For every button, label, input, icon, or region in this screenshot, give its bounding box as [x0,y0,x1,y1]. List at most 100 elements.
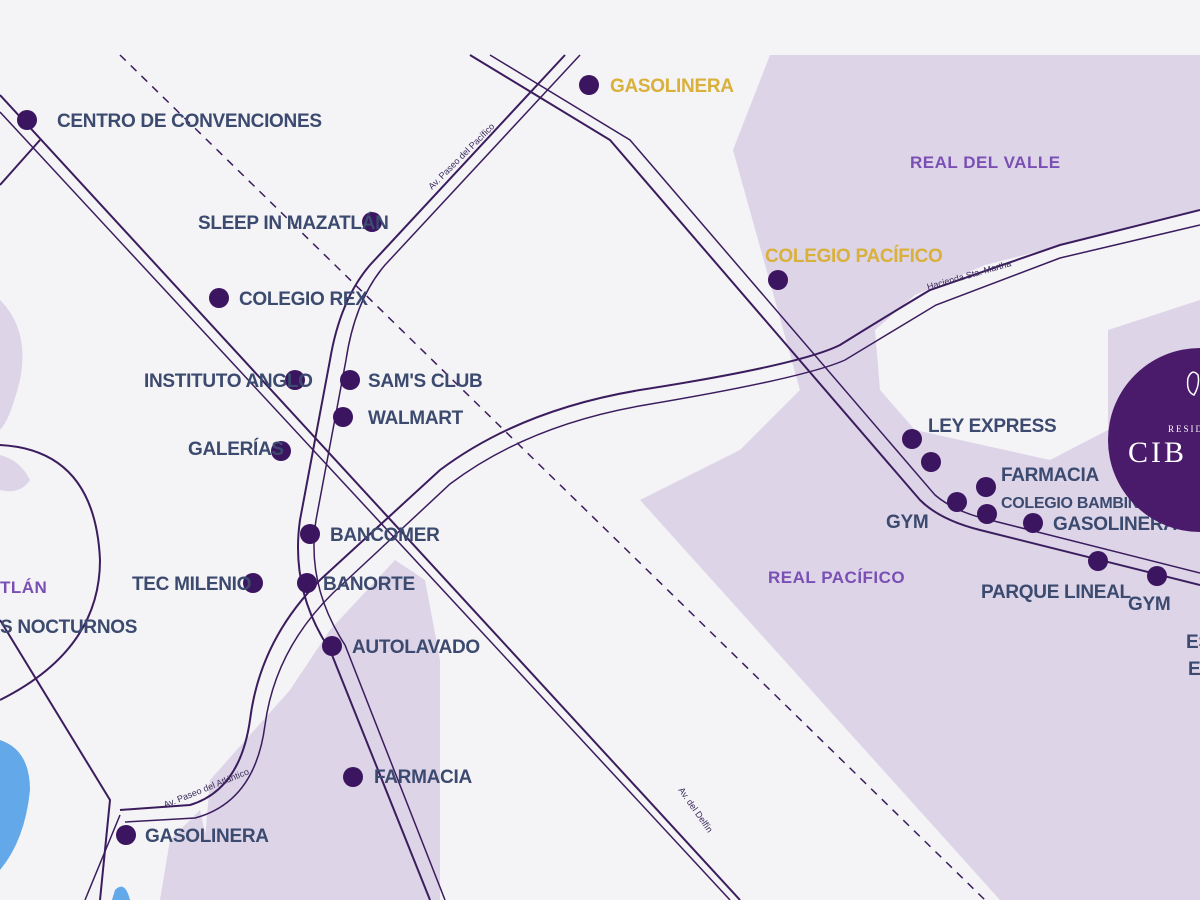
poi-colegio-pacifico[interactable]: COLEGIO PACÍFICO [765,245,943,290]
poi-colegio-bambinos[interactable]: COLEGIO BAMBINOS [977,495,1162,524]
poi-farmacia-right[interactable]: FARMACIA [976,465,1100,497]
poi-marker[interactable] [209,288,229,308]
poi-marker[interactable] [977,504,997,524]
poi-label: SLEEP IN MAZATLÁN [198,212,389,234]
area-label-real-pacifico: REAL PACÍFICO [768,568,905,587]
brand-name: CIB [1128,436,1187,469]
road-left-down-b [84,814,121,900]
zone-real-pacifico [640,455,1200,900]
road-left-loop [0,444,102,701]
poi-marker[interactable] [243,573,263,593]
poi-gym-left[interactable]: GYM [886,492,967,533]
poi-marker[interactable] [362,212,382,232]
poi-marker[interactable] [333,407,353,427]
poi-edge-label-1: ES [1186,632,1200,653]
poi-marker[interactable] [271,441,291,461]
road-hacienda-a [119,209,1200,811]
poi-marker[interactable] [768,270,788,290]
poi-gasolinera-top[interactable]: GASOLINERA [579,75,735,97]
poi-marker-unlabeled[interactable] [921,452,941,472]
poi-marker[interactable] [343,767,363,787]
road-paseo-pacifico-b [313,54,581,900]
poi-tec-milenio[interactable]: TEC MILENIO [132,573,263,595]
poi-label: CENTRO DE CONVENCIONES [57,111,322,132]
poi-farmacia-bottom[interactable]: FARMACIA [343,767,473,788]
poi-banorte[interactable]: BANORTE [297,573,415,595]
poi-ley-express[interactable]: LEY EXPRESS [902,416,1057,449]
poi-marker[interactable] [340,370,360,390]
poi-label: INSTITUTO ANGLO [144,371,313,392]
poi-label: SAM'S CLUB [368,371,482,392]
poi-bancomer[interactable]: BANCOMER [300,524,440,546]
zone-south-center [200,560,440,900]
poi-label: BANORTE [323,574,415,595]
dashed-boundary [119,54,986,900]
poi-instituto-anglo[interactable]: INSTITUTO ANGLO [144,370,313,392]
poi-label: GYM [1128,594,1170,615]
brand-small-text: RESID [1168,424,1200,434]
poi-marker[interactable] [17,110,37,130]
water-lagoon [0,740,30,870]
poi-label: FARMACIA [374,767,472,788]
zone-left-blob [0,300,23,430]
poi-label: GASOLINERA [145,826,269,847]
poi-label: COLEGIO BAMBINOS [1001,495,1162,512]
area-label-real-del-valle: REAL DEL VALLE [910,153,1061,172]
poi-label: GASOLINERA [610,76,734,97]
poi-label: S NOCTURNOS [0,617,137,638]
poi-marker[interactable] [285,370,305,390]
water [0,740,130,900]
road-left-down [0,619,112,900]
poi-nocturnos[interactable]: S NOCTURNOS [0,617,137,638]
poi-label: COLEGIO PACÍFICO [765,245,942,267]
poi-label: GALERÍAS [188,438,284,460]
poi-label: COLEGIO REX [239,289,368,310]
poi-label: BANCOMER [330,525,440,546]
poi-gym-right[interactable]: GYM [1128,566,1171,615]
poi-marker[interactable] [116,825,136,845]
brand-crest-icon [1186,371,1200,396]
poi-label: GASOLINERA [1053,514,1177,535]
poi-autolavado[interactable]: AUTOLAVADO [322,636,480,658]
road-top-left [0,139,41,186]
poi-sams-club[interactable]: SAM'S CLUB [340,370,483,392]
poi-marker[interactable] [322,636,342,656]
poi-label: WALMART [368,408,464,429]
poi-edge-label-2: E [1188,659,1200,680]
poi-sleep-in[interactable]: SLEEP IN MAZATLÁN [198,212,389,234]
poi-centro-convenciones[interactable]: CENTRO DE CONVENCIONES [17,110,322,132]
zone-left-blob-2 [0,455,30,492]
poi-marker[interactable] [300,524,320,544]
poi-colegio-rex[interactable]: COLEGIO REX [209,288,369,310]
poi-marker[interactable] [1088,551,1108,571]
poi-marker[interactable] [1147,566,1167,586]
poi-marker[interactable] [947,492,967,512]
poi-marker[interactable] [902,429,922,449]
poi-gasolinera-bottom[interactable]: GASOLINERA [116,825,270,847]
street-label-delfin: Av. del Delfín [676,785,714,834]
poi-marker[interactable] [1023,513,1043,533]
pois: CENTRO DE CONVENCIONES GASOLINERA SLEEP … [0,75,1200,847]
poi-marker[interactable] [297,573,317,593]
poi-label: AUTOLAVADO [352,637,480,658]
zone-south-left [160,810,220,900]
poi-galerias[interactable]: GALERÍAS [188,438,291,461]
poi-gasolinera-right[interactable]: GASOLINERA [1023,513,1178,535]
road-diagonal-west [0,94,741,900]
poi-parque-lineal[interactable]: PARQUE LINEAL [981,551,1132,603]
area-label-mazatlan: TLÁN [0,578,47,597]
road-diagonal-west-b [0,111,731,900]
poi-marker[interactable] [579,75,599,95]
poi-walmart[interactable]: WALMART [333,407,464,429]
brand-badge[interactable]: RESID CIB [1108,348,1200,532]
poi-label: PARQUE LINEAL [981,582,1132,603]
road-paseo-pacifico-a [297,54,566,900]
poi-marker[interactable] [976,477,996,497]
poi-label: FARMACIA [1001,465,1099,486]
water-small [112,886,130,900]
poi-label: GYM [886,512,928,533]
brand-circle[interactable] [1108,348,1200,532]
poi-label: TEC MILENIO [132,574,251,595]
